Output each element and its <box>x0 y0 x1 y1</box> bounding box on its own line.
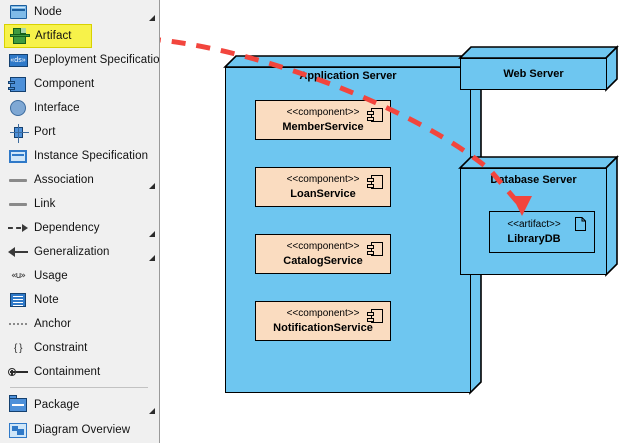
containment-icon <box>7 361 29 383</box>
component-name: LoanService <box>290 188 356 200</box>
chevron-expand-icon[interactable] <box>149 255 155 261</box>
component-loanservice[interactable]: <<component>> LoanService <box>255 167 391 207</box>
palette-item-label: Diagram Overview <box>34 424 131 436</box>
palette-separator <box>10 387 148 388</box>
package-icon <box>7 394 29 416</box>
document-icon <box>575 217 586 231</box>
palette-item-node[interactable]: Node <box>0 0 159 24</box>
palette-item-label: Package <box>34 399 80 411</box>
node-title: Web Server <box>503 68 564 80</box>
interface-icon <box>7 97 29 119</box>
palette-item-port[interactable]: Port <box>0 120 159 144</box>
palette-item-generalization[interactable]: Generalization <box>0 240 159 264</box>
palette-item-label: Link <box>34 198 56 210</box>
anchor-dotted-icon <box>7 313 29 335</box>
palette-item-artifact[interactable]: Artifact <box>4 24 92 48</box>
link-line-icon <box>7 193 29 215</box>
component-memberservice[interactable]: <<component>> MemberService <box>255 100 391 140</box>
chevron-expand-icon[interactable] <box>149 408 155 414</box>
artifact-name: LibraryDB <box>507 233 561 245</box>
palette-item-label: Anchor <box>34 318 72 330</box>
diagram-canvas[interactable]: Application Server <<component>> MemberS… <box>160 0 639 443</box>
component-shape-icon <box>367 242 383 256</box>
dependency-arrow-icon <box>7 217 29 239</box>
component-catalogservice[interactable]: <<component>> CatalogService <box>255 234 391 274</box>
artifact-librarydb[interactable]: <<artifact>> LibraryDB <box>489 211 595 253</box>
node-application-server[interactable]: Application Server <<component>> MemberS… <box>223 54 483 403</box>
palette-item-link[interactable]: Link <box>0 192 159 216</box>
palette-item-label: Component <box>34 78 95 90</box>
component-stereotype: <<component>> <box>286 174 360 185</box>
palette-item-label: Constraint <box>34 342 88 354</box>
palette-item-label: Usage <box>34 270 68 282</box>
constraint-icon: { } <box>7 337 29 359</box>
palette-item-label: Instance Specification <box>34 150 149 162</box>
usage-icon: «u» <box>7 265 29 287</box>
chevron-expand-icon[interactable] <box>149 231 155 237</box>
component-stereotype: <<component>> <box>286 308 360 319</box>
palette-item-diagram-overview[interactable]: Diagram Overview <box>0 418 159 442</box>
element-palette-sidebar: Node Artifact «ds» Deployment Specificat… <box>0 0 166 443</box>
component-shape-icon <box>367 175 383 189</box>
component-stereotype: <<component>> <box>286 107 360 118</box>
palette-item-interface[interactable]: Interface <box>0 96 159 120</box>
palette-item-constraint[interactable]: { } Constraint <box>0 336 159 360</box>
note-icon <box>7 289 29 311</box>
palette-item-label: Artifact <box>35 30 72 42</box>
node-icon <box>7 1 29 23</box>
component-stereotype: <<component>> <box>286 241 360 252</box>
chevron-expand-icon[interactable] <box>149 15 155 21</box>
node-title: Application Server <box>299 70 397 82</box>
generalization-arrow-icon <box>7 241 29 263</box>
palette-item-label: Interface <box>34 102 80 114</box>
usage-glyph: «u» <box>11 271 26 281</box>
palette-item-label: Deployment Specification <box>34 54 167 66</box>
node-web-server[interactable]: Web Server <box>458 45 619 94</box>
palette-item-label: Note <box>34 294 59 306</box>
palette-item-association[interactable]: Association <box>0 168 159 192</box>
palette-item-label: Association <box>34 174 94 186</box>
palette-item-note[interactable]: Note <box>0 288 159 312</box>
palette-item-containment[interactable]: Containment <box>0 360 159 384</box>
palette-item-anchor[interactable]: Anchor <box>0 312 159 336</box>
deployment-spec-glyph: «ds» <box>8 53 28 67</box>
component-icon <box>7 73 29 95</box>
association-line-icon <box>7 169 29 191</box>
node-database-server[interactable]: Database Server <<artifact>> LibraryDB <box>458 155 619 280</box>
component-name: MemberService <box>282 121 364 133</box>
component-shape-icon <box>367 108 383 122</box>
palette-item-dependency[interactable]: Dependency <box>0 216 159 240</box>
palette-item-label: Generalization <box>34 246 110 258</box>
palette-item-deployment-specification[interactable]: «ds» Deployment Specification <box>0 48 166 72</box>
port-icon <box>7 121 29 143</box>
node-title: Database Server <box>490 174 577 186</box>
constraint-glyph: { } <box>14 342 22 354</box>
chevron-expand-icon[interactable] <box>149 183 155 189</box>
instance-specification-icon <box>7 145 29 167</box>
component-name: CatalogService <box>283 255 363 267</box>
palette-item-label: Node <box>34 6 62 18</box>
component-name: NotificationService <box>273 322 373 334</box>
palette-item-label: Port <box>34 126 56 138</box>
palette-item-usage[interactable]: «u» Usage <box>0 264 159 288</box>
component-notificationservice[interactable]: <<component>> NotificationService <box>255 301 391 341</box>
artifact-stereotype: <<artifact>> <box>507 219 561 230</box>
deployment-specification-icon: «ds» <box>7 49 29 71</box>
palette-item-component[interactable]: Component <box>0 72 159 96</box>
palette-item-label: Dependency <box>34 222 100 234</box>
palette-item-instance-specification[interactable]: Instance Specification <box>0 144 159 168</box>
palette-item-package[interactable]: Package <box>0 393 159 417</box>
diagram-overview-icon <box>7 419 29 441</box>
component-shape-icon <box>367 309 383 323</box>
palette-item-label: Containment <box>34 366 101 378</box>
artifact-icon <box>8 25 30 47</box>
